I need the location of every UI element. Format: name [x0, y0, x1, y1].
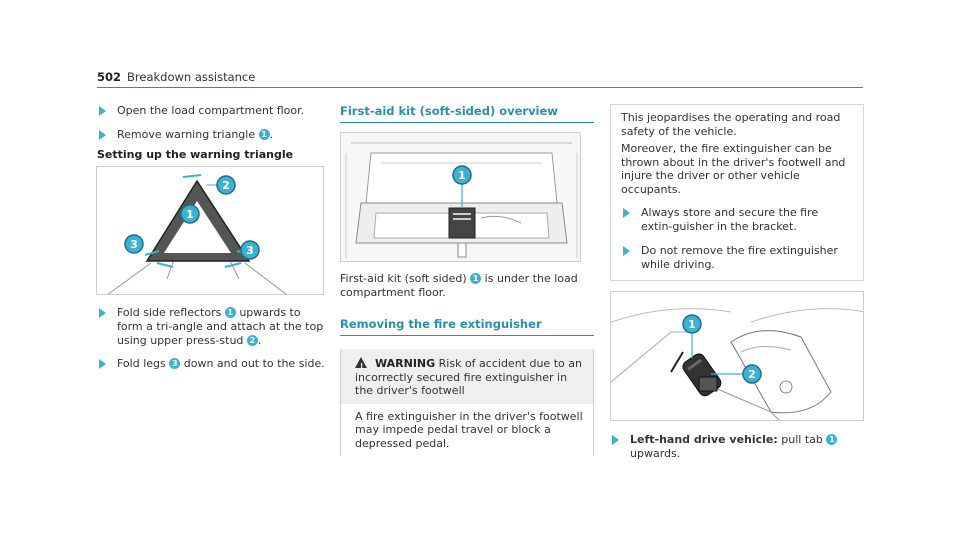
- header-rule: [97, 87, 863, 88]
- warning-triangle-icon: !: [355, 357, 367, 370]
- arrow-right-icon: [623, 208, 630, 218]
- marker-2: 2: [246, 335, 258, 346]
- column-right: This jeopardises the operating and road …: [610, 104, 864, 461]
- footwell-illustration: 1 2: [611, 308, 863, 420]
- fire-extinguisher-figure: 1 2: [610, 291, 864, 421]
- callout-2: 2: [711, 364, 762, 384]
- step-open-floor: Open the load compartment floor.: [97, 104, 325, 118]
- step-text: upwards to form a tri-angle and attach a…: [117, 306, 324, 347]
- warning-continued-box: This jeopardises the operating and road …: [610, 104, 864, 281]
- arrow-right-icon: [99, 130, 106, 140]
- arrow-right-icon: [99, 359, 106, 369]
- svg-text:2: 2: [222, 179, 230, 192]
- column-left: Open the load compartment floor. Remove …: [96, 104, 325, 370]
- heading-first-aid-kit: First-aid kit (soft-sided) overview: [340, 104, 558, 118]
- svg-text:3: 3: [246, 244, 254, 257]
- page-number: 502: [97, 70, 122, 84]
- callout-2: 2: [207, 175, 236, 195]
- warning-text: Risk of accident due to an incorrectly s…: [355, 357, 582, 397]
- step-do-not-remove: Do not remove the fire extinguisher whil…: [621, 244, 853, 272]
- warning-body: A fire extinguisher in the driver's foot…: [355, 409, 583, 450]
- first-aid-kit-figure: 1: [340, 132, 581, 262]
- arrow-right-icon: [99, 308, 106, 318]
- step-text: Always store and secure the fire extin-g…: [641, 206, 819, 233]
- caption-text: First-aid kit (soft sided): [340, 272, 471, 285]
- heading-removing-extinguisher: Removing the fire extinguisher: [340, 317, 542, 331]
- svg-text:1: 1: [458, 169, 466, 182]
- step-text: Remove warning triangle: [117, 128, 259, 141]
- svg-text:3: 3: [130, 238, 138, 251]
- step-pull-tab: Left-hand drive vehicle: pull tab 1 upwa…: [610, 433, 850, 461]
- column-middle: First-aid kit (soft-sided) overview 1 Fi…: [340, 104, 594, 456]
- step-text: pull tab: [777, 433, 827, 446]
- section-title: Breakdown assistance: [127, 70, 256, 84]
- marker-1: 1: [826, 434, 838, 445]
- step-text: .: [257, 334, 262, 347]
- marker-1: 1: [258, 129, 270, 140]
- arrow-right-icon: [99, 106, 106, 116]
- warning-triangle-illustration: 2 1 3 3: [107, 174, 287, 294]
- step-text: Fold side reflectors: [117, 306, 225, 319]
- load-compartment-illustration: 1: [345, 142, 578, 258]
- first-aid-caption: First-aid kit (soft sided) 1 is under th…: [340, 272, 580, 299]
- callout-1: 1: [452, 165, 472, 208]
- warning-header: ! WARNING Risk of accident due to an inco…: [341, 349, 593, 404]
- subheading-setup: Setting up the warning triangle: [97, 148, 294, 161]
- warning-para-1: This jeopardises the operating and road …: [621, 111, 841, 138]
- callout-3-left: 3: [124, 234, 144, 254]
- callout-3-right: 3: [240, 240, 260, 260]
- step-text: Fold legs: [117, 357, 170, 370]
- step-remove-triangle: Remove warning triangle 1.: [97, 128, 325, 142]
- step-fold-legs: Fold legs 3 down and out to the side.: [97, 357, 325, 371]
- page-header: 502 Breakdown assistance: [97, 70, 255, 84]
- step-text: Do not remove the fire extinguisher whil…: [641, 244, 838, 271]
- step-bold-label: Left-hand drive vehicle:: [630, 433, 778, 446]
- svg-text:1: 1: [186, 208, 194, 221]
- arrow-right-icon: [623, 246, 630, 256]
- svg-text:2: 2: [748, 368, 756, 381]
- marker-1: 1: [470, 273, 482, 284]
- arrow-right-icon: [612, 435, 619, 445]
- heading-rule: [340, 122, 594, 123]
- step-text: upwards.: [630, 447, 681, 460]
- step-fold-reflectors: Fold side reflectors 1 upwards to form a…: [97, 306, 325, 348]
- callout-1: 1: [682, 314, 702, 358]
- caption-text: is under the load compartment floor.: [340, 272, 578, 299]
- svg-text:1: 1: [688, 318, 696, 331]
- step-text: Open the load compartment floor.: [117, 104, 305, 117]
- warning-label: WARNING: [375, 357, 436, 370]
- step-text: .: [269, 128, 274, 141]
- callout-1: 1: [180, 204, 200, 224]
- heading-rule: [340, 335, 594, 336]
- warning-triangle-figure: 2 1 3 3: [96, 166, 324, 295]
- marker-1: 1: [224, 307, 236, 318]
- warning-box: ! WARNING Risk of accident due to an inco…: [340, 349, 594, 456]
- step-always-store: Always store and secure the fire extin-g…: [621, 206, 853, 234]
- marker-3: 3: [169, 358, 181, 369]
- warning-para-2: Moreover, the fire extinguisher can be t…: [621, 142, 846, 196]
- step-text: down and out to the side.: [180, 357, 325, 370]
